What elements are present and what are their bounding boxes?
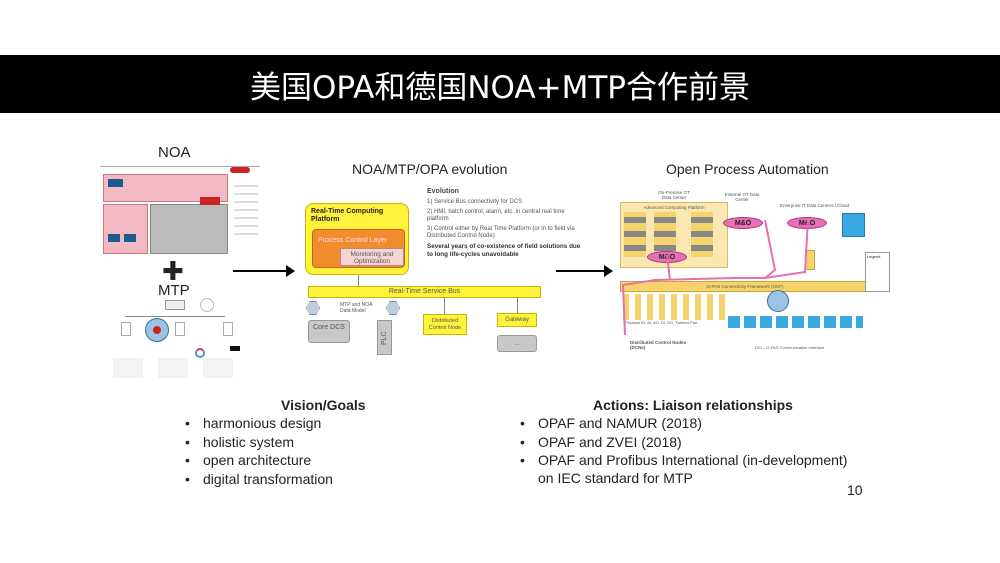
connector bbox=[358, 275, 359, 286]
gateway-box: Gateway bbox=[497, 313, 537, 327]
vision-heading: Vision/Goals bbox=[281, 397, 366, 413]
right-heading: Open Process Automation bbox=[666, 161, 829, 177]
connector bbox=[517, 298, 518, 313]
evolution-title: Evolution bbox=[427, 188, 459, 195]
evolution-item: 2) HMI, batch control, alarm, etc. in ce… bbox=[427, 209, 565, 222]
distributed-control-node-box: Distributed Control Node bbox=[423, 314, 467, 335]
connector bbox=[444, 298, 445, 314]
vision-item: holistic system bbox=[185, 433, 333, 452]
mtp-diagram bbox=[105, 298, 253, 383]
title-banner: 美国OPA和德国NOA+MTP合作前景 bbox=[0, 55, 1000, 113]
external-label: External OT Data Center bbox=[724, 192, 760, 202]
arrowhead-icon bbox=[286, 265, 295, 277]
dci-label: DCI – O-PAS Communication Interface bbox=[755, 345, 825, 350]
vision-item: open architecture bbox=[185, 451, 333, 470]
action-item: OPAF and Profibus International (in-deve… bbox=[520, 451, 847, 470]
plc-label: PLC bbox=[381, 331, 388, 345]
dcn-pillars bbox=[623, 294, 728, 320]
core-dcs-box: Core DCS bbox=[308, 320, 350, 343]
arrow-left bbox=[233, 270, 289, 272]
vision-item: harmonious design bbox=[185, 414, 333, 433]
onprem-label: On-Premise OT Data Center bbox=[658, 190, 690, 200]
plc-box: PLC bbox=[377, 320, 392, 355]
monitoring-optimization-box: Monitoring and Optimization bbox=[340, 248, 404, 266]
mtp-module-icon bbox=[306, 301, 320, 315]
enterprise-label: Enterprise IT Data Centers / Cloud bbox=[780, 203, 849, 208]
action-item: OPAF and NAMUR (2018) bbox=[520, 414, 847, 433]
dci-devices bbox=[728, 316, 863, 328]
physical-io-label: Physical IO: AI, AO, DI, DO, Twisted Pai… bbox=[625, 320, 701, 325]
noa-label: NOA bbox=[158, 144, 191, 161]
advanced-computing-platform: Advanced Computing Platform bbox=[620, 202, 728, 268]
pink-data-path bbox=[621, 219, 809, 336]
realtime-service-bus: Real-Time Service Bus bbox=[308, 286, 541, 298]
plus-icon: ✚ bbox=[162, 256, 184, 286]
mtp-wheel-icon bbox=[767, 290, 789, 312]
evolution-item: 3) Control either by Real Time Platform … bbox=[427, 226, 575, 239]
slide-title: 美国OPA和德国NOA+MTP合作前景 bbox=[250, 69, 750, 106]
other-device-box: ... bbox=[497, 335, 537, 352]
vision-item: digital transformation bbox=[185, 470, 333, 489]
cloud-box bbox=[842, 213, 865, 237]
page-number: 10 bbox=[847, 482, 863, 498]
mtp-module-icon bbox=[386, 301, 400, 315]
arrowhead-icon bbox=[604, 265, 613, 277]
platform-label: Real-Time Computing Platform bbox=[311, 208, 384, 223]
action-item-continuation: on IEC standard for MTP bbox=[538, 470, 693, 486]
action-item: OPAF and ZVEI (2018) bbox=[520, 433, 847, 452]
evolution-item: 1) Service Bus connectivity for DCS bbox=[427, 199, 523, 205]
legend-box: Legend bbox=[865, 252, 890, 292]
evolution-note: Several years of co-existence of field s… bbox=[427, 243, 581, 258]
evolution-notes: Evolution 1) Service Bus connectivity fo… bbox=[427, 188, 587, 258]
actions-list: OPAF and NAMUR (2018) OPAF and ZVEI (201… bbox=[520, 414, 847, 470]
middle-heading: NOA/MTP/OPA evolution bbox=[352, 161, 508, 177]
acp-label: Advanced Computing Platform bbox=[643, 205, 705, 210]
mo-node: M&O bbox=[723, 217, 763, 229]
pcl-label: Process Control Layer bbox=[318, 237, 388, 244]
arrow-right bbox=[556, 270, 606, 272]
dcn-label: Distributed Control Nodes (DCNs) bbox=[630, 340, 686, 350]
actions-heading: Actions: Liaison relationships bbox=[593, 397, 793, 413]
vision-list: harmonious design holistic system open a… bbox=[185, 414, 333, 488]
noa-diagram bbox=[100, 166, 260, 256]
legend-title: Legend bbox=[867, 254, 881, 259]
mtp-data-model-label: MTP and NOA Data Model bbox=[340, 302, 373, 314]
mtp-label: MTP bbox=[158, 282, 190, 299]
